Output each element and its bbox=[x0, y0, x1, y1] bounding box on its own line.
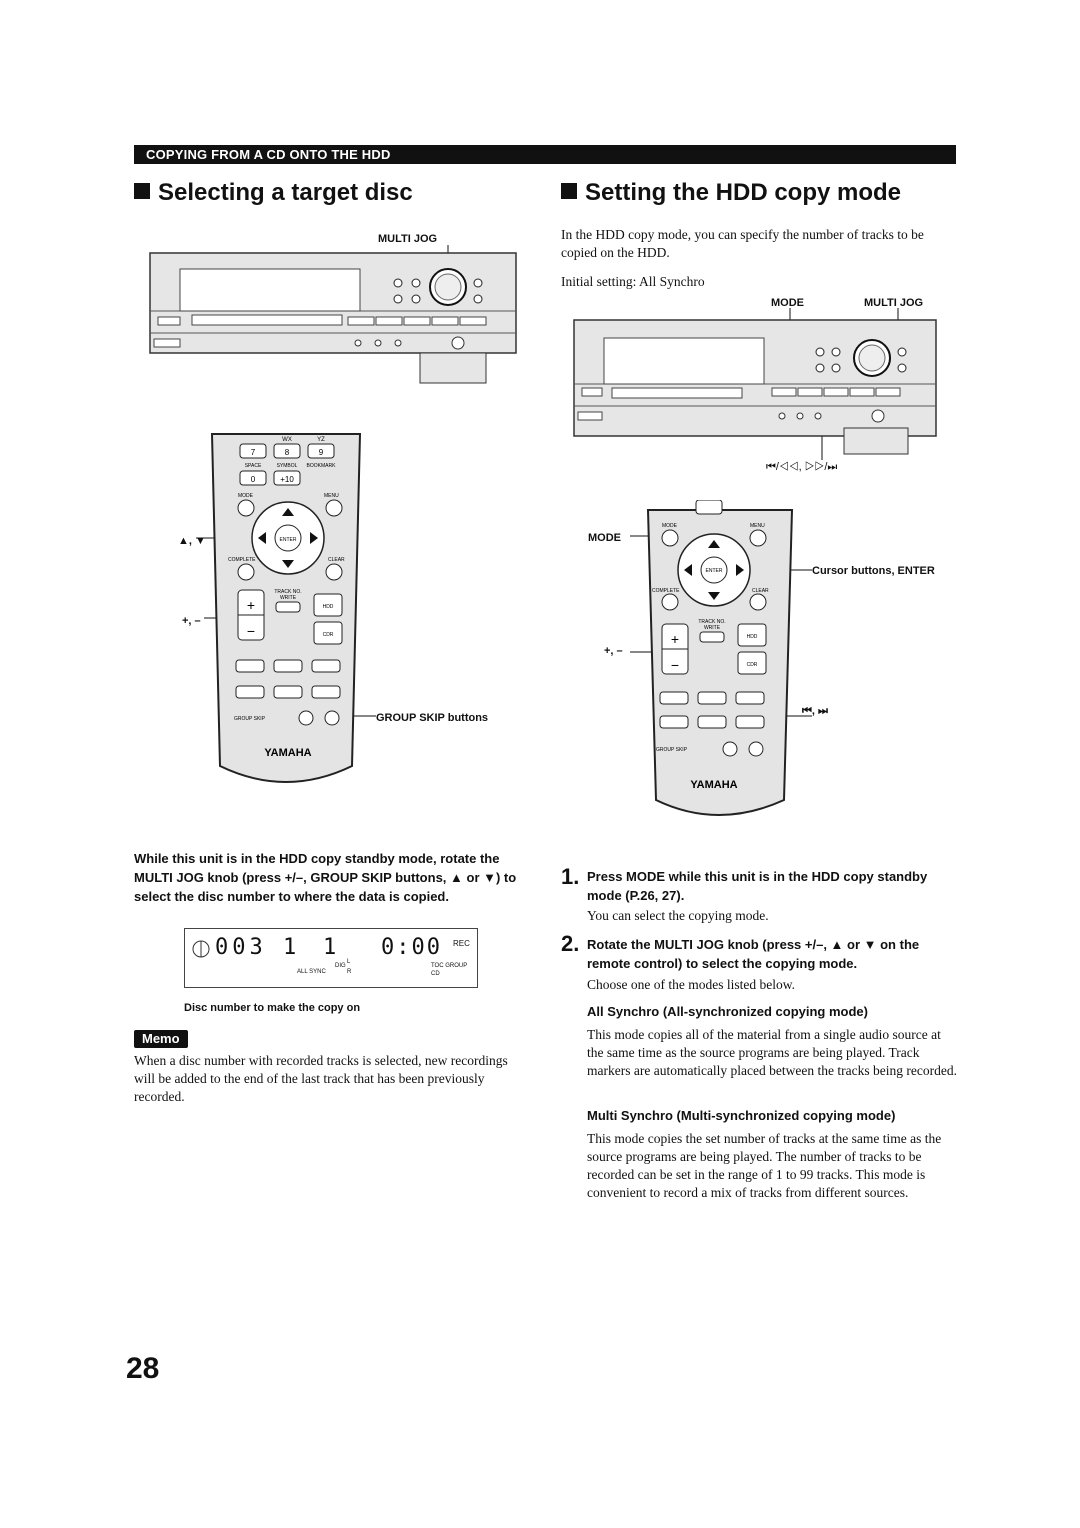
display-dig: DIG bbox=[335, 963, 346, 969]
left-instruction: While this unit is in the HDD copy stand… bbox=[134, 851, 517, 904]
remote-control-left: 7 8 9 WX YZ SPACE SYMBOL BOOKMARK 0 +10 … bbox=[196, 433, 376, 783]
key-hdd-label-r: HDD bbox=[747, 634, 758, 640]
fl-display: 003 1 1 0:00 REC DIG L R ALL SYNC TOC GR… bbox=[184, 928, 478, 988]
mode1-title: All Synchro (All-synchronized copying mo… bbox=[587, 1004, 868, 1019]
mode-label-panel: MODE bbox=[771, 297, 804, 309]
right-heading: Setting the HDD copy mode bbox=[561, 178, 901, 208]
key-write-label-r: WRITE bbox=[704, 625, 721, 631]
svg-text:−: − bbox=[247, 623, 255, 639]
page-number: 28 bbox=[126, 1352, 160, 1385]
multi-jog-label: MULTI JOG bbox=[378, 233, 438, 245]
step1-body: You can select the copying mode. bbox=[587, 908, 769, 923]
display-all-sync: ALL SYNC bbox=[297, 969, 326, 975]
key-yz-label: YZ bbox=[317, 437, 325, 443]
key-mode-label-r: MODE bbox=[662, 523, 678, 529]
display-caption: Disc number to make the copy on bbox=[184, 1002, 361, 1014]
svg-text:−: − bbox=[671, 657, 679, 673]
svg-text:+: + bbox=[671, 631, 679, 647]
group-skip-buttons-label: GROUP SKIP buttons bbox=[376, 712, 489, 724]
step1-text: Press MODE while this unit is in the HDD… bbox=[587, 869, 928, 903]
key-cdr-label-r: CDR bbox=[747, 662, 758, 668]
display-rec: REC bbox=[453, 939, 470, 948]
initial-setting: Initial setting: All Synchro bbox=[561, 274, 705, 289]
key-clear-label-r: CLEAR bbox=[752, 588, 769, 594]
key-9: 9 bbox=[319, 448, 324, 457]
step1-number: 1. bbox=[561, 864, 580, 889]
front-panel-illustration-right bbox=[573, 308, 937, 460]
step2-body: Choose one of the modes listed below. bbox=[587, 977, 795, 992]
right-heading-text: Setting the HDD copy mode bbox=[585, 179, 902, 206]
remote-control-right: MODE MENU ENTER COMPLETE CLEAR + − TRACK… bbox=[630, 500, 812, 816]
mode2-title: Multi Synchro (Multi-synchronized copyin… bbox=[587, 1108, 896, 1123]
key-space-label: SPACE bbox=[245, 463, 262, 469]
key-write-label: WRITE bbox=[280, 595, 297, 601]
key-bookmark-label: BOOKMARK bbox=[307, 463, 337, 469]
key-clear-label: CLEAR bbox=[328, 557, 345, 563]
yamaha-logo-r: YAMAHA bbox=[690, 779, 737, 791]
step2-text: Rotate the MULTI JOG knob (press +/–, ▲ … bbox=[587, 937, 920, 971]
key-group-skip-label: GROUP SKIP bbox=[234, 716, 266, 722]
key-complete-label: COMPLETE bbox=[228, 557, 256, 563]
section-title-bar: COPYING FROM A CD ONTO THE HDD bbox=[134, 145, 956, 164]
yamaha-logo: YAMAHA bbox=[264, 747, 311, 759]
key-menu-label: MENU bbox=[324, 493, 339, 499]
key-0: 0 bbox=[251, 475, 256, 484]
key-enter-label-r: ENTER bbox=[706, 568, 723, 574]
cursor-buttons-label: Cursor buttons, ENTER bbox=[812, 565, 935, 577]
key-track-no-label-r: TRACK NO. bbox=[698, 619, 725, 625]
key-wx-label: WX bbox=[282, 437, 292, 443]
square-bullet-icon bbox=[134, 183, 150, 199]
memo-text: When a disc number with recorded tracks … bbox=[134, 1053, 508, 1104]
key-group-skip-label-r: GROUP SKIP bbox=[656, 747, 688, 753]
key-enter-label: ENTER bbox=[280, 537, 297, 543]
display-l: L bbox=[347, 959, 351, 965]
display-cd: CD bbox=[431, 971, 440, 977]
multi-jog-label-panel: MULTI JOG bbox=[864, 297, 924, 309]
plus-minus-buttons-label: +, – bbox=[182, 615, 201, 627]
plus-minus-label-remote: +, – bbox=[604, 645, 623, 657]
front-panel-illustration bbox=[149, 245, 517, 384]
key-menu-label-r: MENU bbox=[750, 523, 765, 529]
display-toc-group: TOC GROUP bbox=[431, 963, 468, 969]
display-track-number: 1 bbox=[323, 935, 337, 960]
display-disc-number: 003 bbox=[215, 935, 267, 960]
mode-label-remote: MODE bbox=[588, 532, 621, 544]
left-heading: Selecting a target disc bbox=[134, 178, 413, 208]
left-heading-text: Selecting a target disc bbox=[158, 179, 413, 206]
memo-badge: Memo bbox=[134, 1030, 188, 1048]
key-symbol-label: SYMBOL bbox=[277, 463, 298, 469]
display-track: 1 bbox=[283, 935, 297, 960]
skip-label-remote: ⏮, ⏭ bbox=[802, 705, 828, 717]
key-8: 8 bbox=[285, 448, 290, 457]
key-cdr-label: CDR bbox=[323, 632, 334, 638]
display-r: R bbox=[347, 969, 352, 975]
mode2-text: This mode copies the set number of track… bbox=[587, 1131, 942, 1200]
skip-buttons-label-panel: ⏮/◁◁, ▷▷/⏭ bbox=[766, 461, 838, 473]
display-time: 0:00 bbox=[381, 935, 442, 960]
key-hdd-label: HDD bbox=[323, 604, 334, 610]
key-track-no-label: TRACK NO. bbox=[274, 589, 301, 595]
key-mode-label: MODE bbox=[238, 493, 254, 499]
mode1-text: This mode copies all of the material fro… bbox=[587, 1027, 957, 1078]
step2-number: 2. bbox=[561, 931, 580, 956]
key-plus10: +10 bbox=[280, 475, 294, 484]
key-complete-label-r: COMPLETE bbox=[652, 588, 680, 594]
key-7: 7 bbox=[251, 448, 256, 457]
square-bullet-icon bbox=[561, 183, 577, 199]
svg-text:+: + bbox=[247, 597, 255, 613]
right-intro: In the HDD copy mode, you can specify th… bbox=[561, 227, 924, 260]
